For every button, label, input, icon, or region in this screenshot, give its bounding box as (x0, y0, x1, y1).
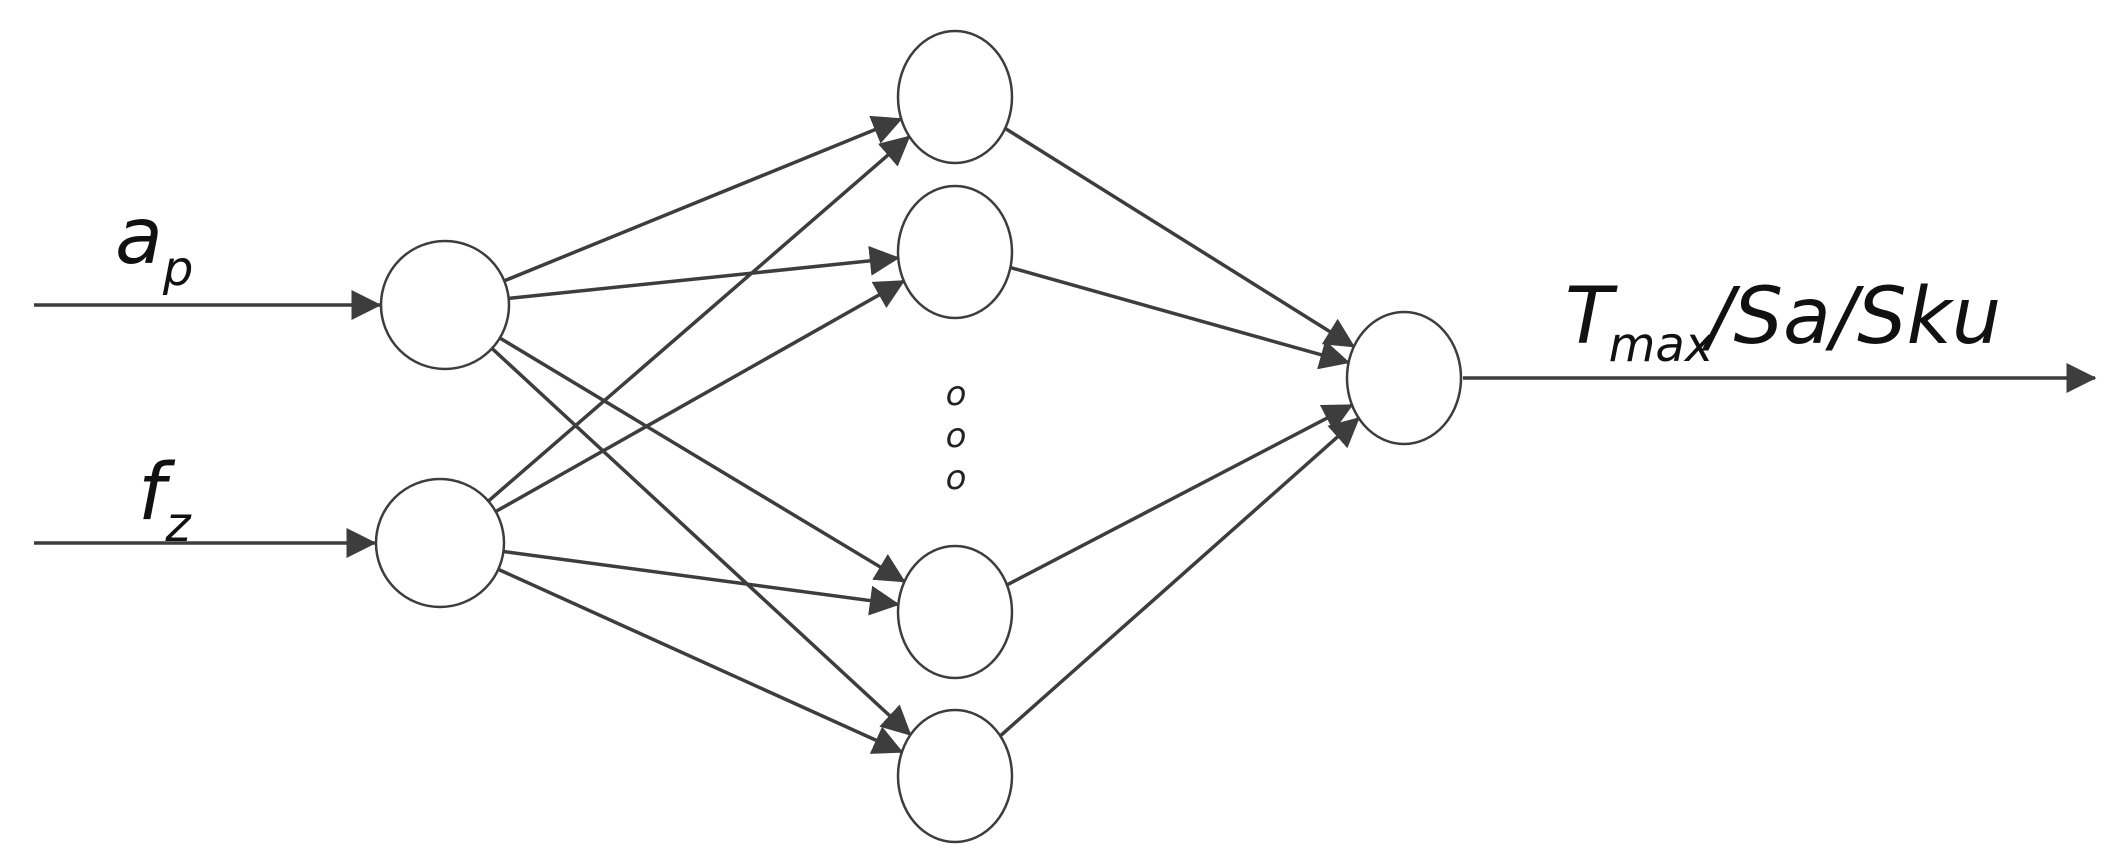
ellipsis-dot-1: o (945, 374, 967, 414)
edge-h2-out (1009, 265, 1351, 370)
input-label-fz: fz (138, 448, 191, 553)
edge-in2-h1 (487, 135, 911, 503)
connection-arrows (34, 115, 2097, 754)
hidden-node-1 (896, 29, 1014, 165)
edge-in2-h2 (494, 279, 906, 514)
edge-in1-h2 (508, 245, 900, 301)
hidden-node-4 (896, 708, 1014, 844)
edge-in2-h3 (503, 549, 900, 616)
edge-h3-out (1006, 403, 1354, 587)
edge-in1-h3 (498, 336, 906, 584)
neuron-nodes (374, 29, 1463, 844)
output-node (1345, 310, 1463, 446)
ellipsis-dot-3: o (945, 458, 967, 498)
edge-h4-out (999, 416, 1360, 738)
output-label: Tmax/Sa/Sku (1565, 272, 2002, 373)
input-node-2 (374, 477, 506, 609)
edge-h1-out (1004, 126, 1356, 349)
hidden-node-2 (896, 184, 1014, 320)
edge-in1-h4 (490, 347, 912, 737)
hidden-node-3 (896, 544, 1014, 680)
edge-in2-h4 (497, 567, 904, 754)
edge-in1-h1 (503, 115, 903, 283)
ellipsis-dot-2: o (945, 416, 967, 456)
input-label-ap: ap (115, 192, 194, 297)
input-node-1 (379, 239, 511, 371)
